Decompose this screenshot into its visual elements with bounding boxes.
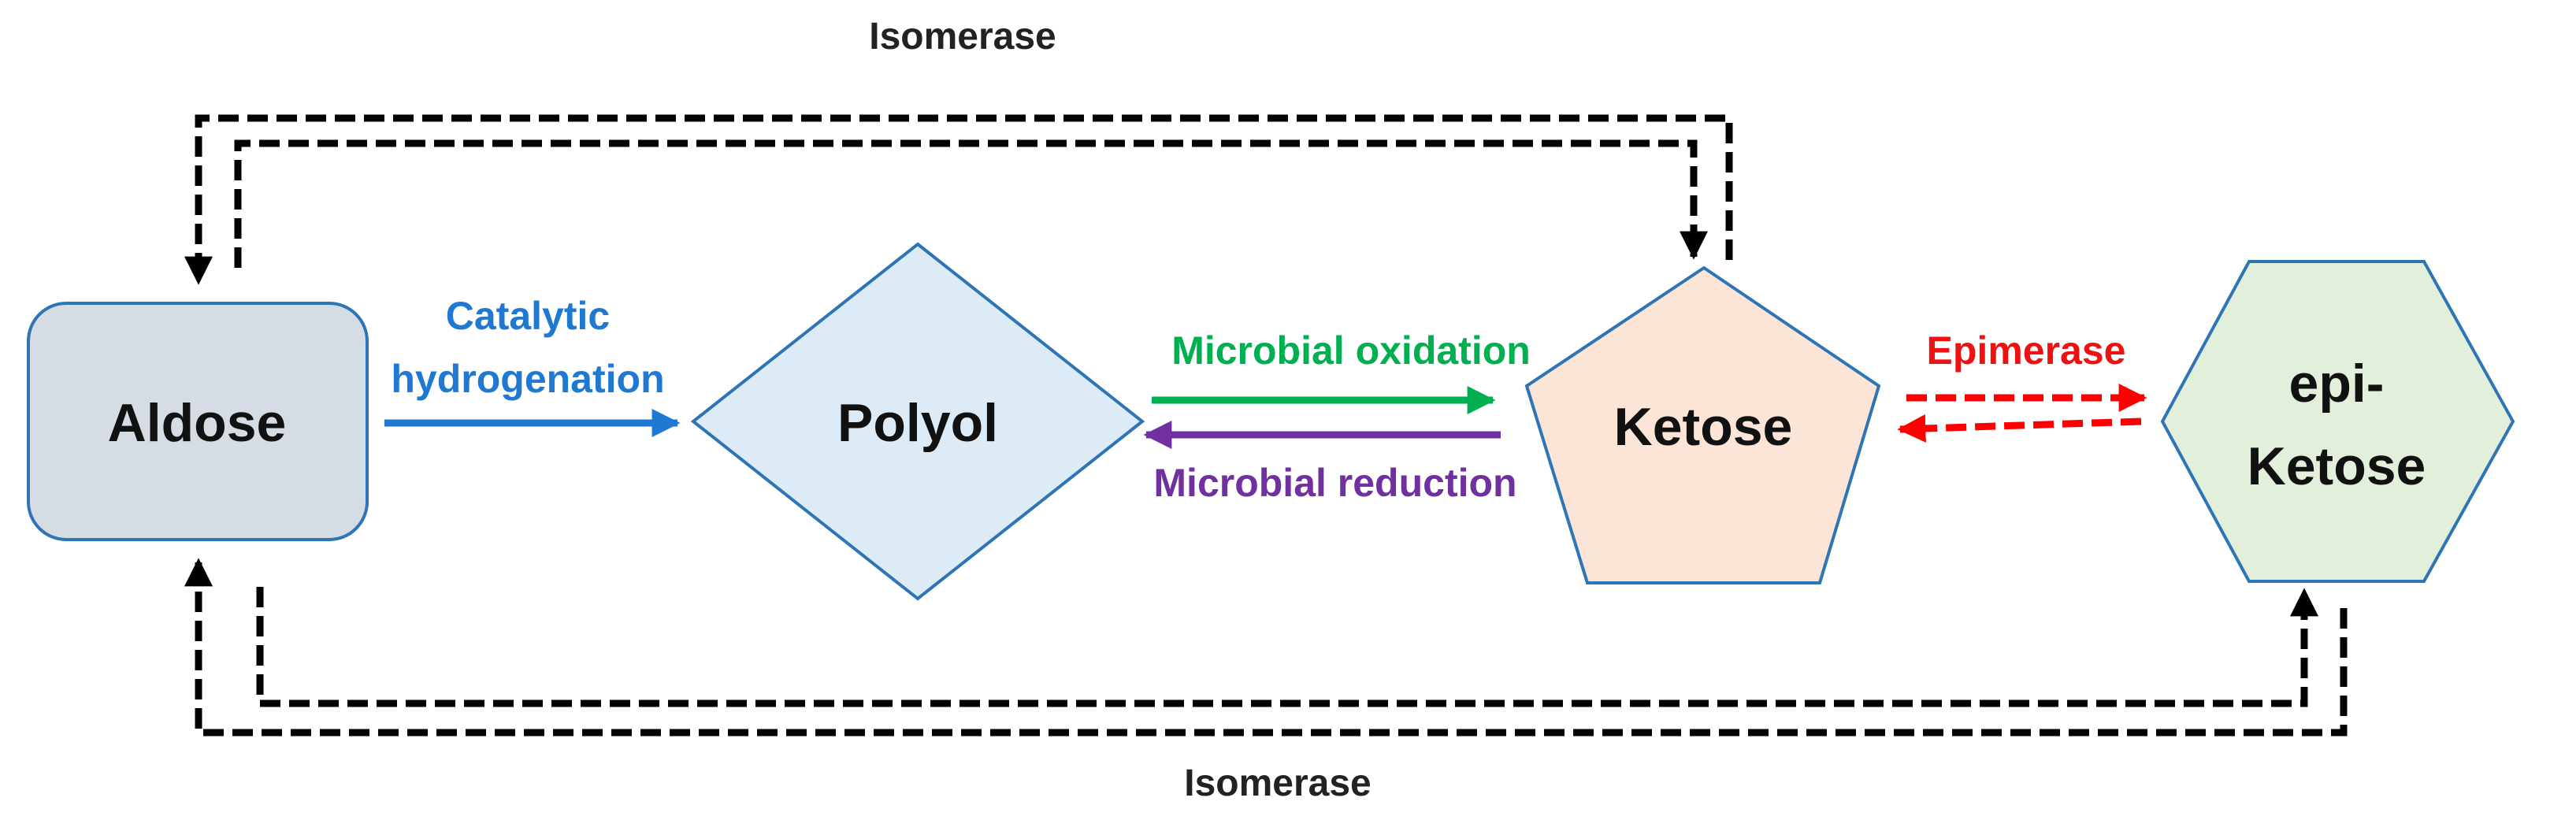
microbial-reduction-label: Microbial reduction bbox=[1153, 461, 1516, 505]
catalytic-hydrogenation-label-line2: hydrogenation bbox=[391, 357, 664, 401]
isomerase-top-path-to-aldose bbox=[184, 114, 1733, 285]
node-polyol: Polyol bbox=[690, 242, 1145, 601]
isomerase-bottom-connector bbox=[184, 558, 2348, 737]
isomerase-top-connector bbox=[184, 114, 1733, 285]
ketose-label: Ketose bbox=[1614, 397, 1793, 457]
polyol-diamond bbox=[690, 242, 1145, 601]
epimerase-label: Epimerase bbox=[1927, 328, 2126, 373]
ketose-pentagon bbox=[1524, 265, 1881, 584]
epimerase-reverse-arrow bbox=[1897, 414, 2142, 443]
isomerase-bottom-path-to-aldose bbox=[184, 558, 2348, 737]
node-epi-ketose: epi- Ketose bbox=[2160, 260, 2515, 583]
epi-ketose-hexagon bbox=[2160, 260, 2515, 583]
polyol-label: Polyol bbox=[837, 393, 998, 453]
isomerase-top-path-to-ketose bbox=[234, 139, 1708, 268]
isomerase-bottom-label: Isomerase bbox=[1184, 762, 1372, 804]
epi-ketose-label-line1: epi- bbox=[2289, 354, 2385, 414]
microbial-oxidation-label: Microbial oxidation bbox=[1171, 328, 1531, 373]
epi-ketose-label-line2: Ketose bbox=[2248, 436, 2426, 496]
node-aldose: Aldose bbox=[27, 302, 369, 541]
aldose-label: Aldose bbox=[108, 393, 287, 453]
catalytic-hydrogenation-label-line1: Catalytic bbox=[446, 294, 610, 338]
aldose-box bbox=[27, 302, 369, 541]
isomerase-bottom-path-to-epi-ketose bbox=[256, 587, 2318, 707]
isomerase-top-label: Isomerase bbox=[869, 16, 1056, 58]
node-ketose: Ketose bbox=[1524, 265, 1881, 584]
